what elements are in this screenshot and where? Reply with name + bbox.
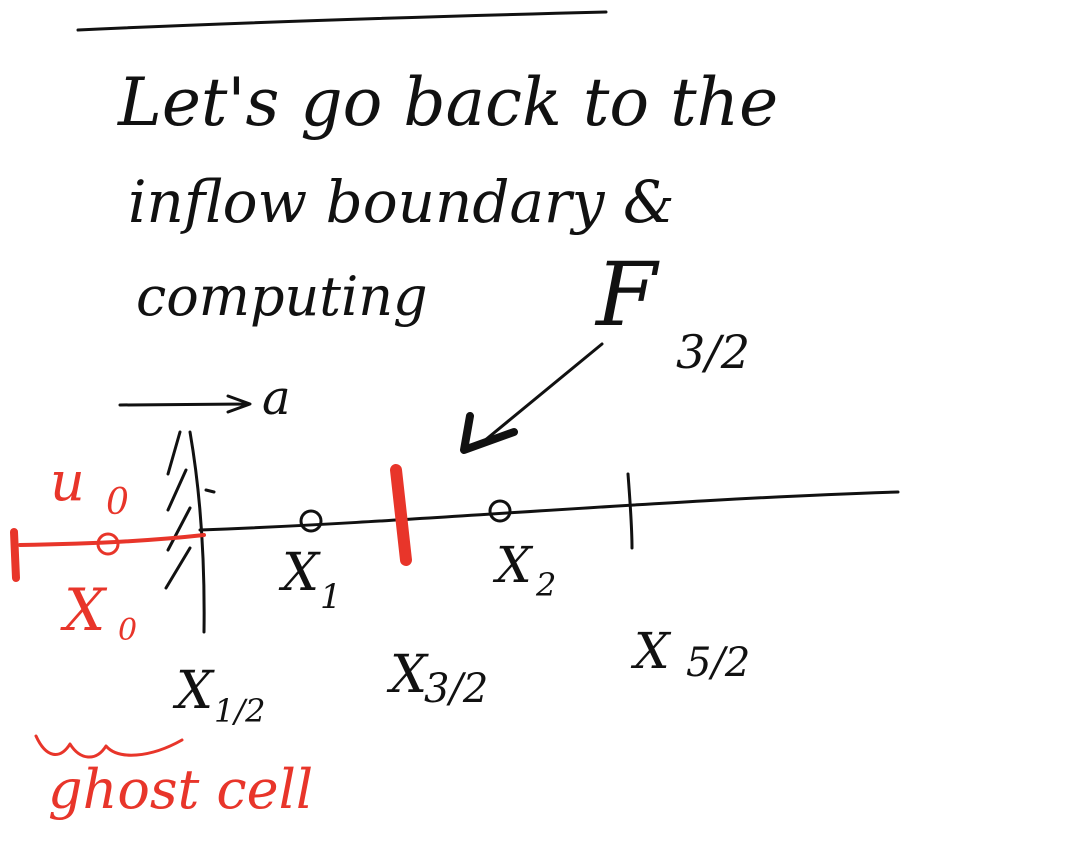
ghost-value-label: u	[50, 450, 85, 513]
grid-axis-line	[198, 490, 900, 532]
advection-speed-label: a	[262, 370, 291, 426]
flux-subscript: 3/2	[676, 325, 750, 379]
ghost-point-subscript: 0	[118, 613, 137, 648]
note-line-3: computing	[136, 265, 428, 328]
ghost-cell-label: ghost cell	[48, 758, 313, 821]
ghost-point-label: X	[60, 576, 108, 644]
top-separator-line	[76, 10, 608, 32]
interface-x5-2-label: X	[630, 622, 672, 680]
inflow-boundary-wall	[188, 430, 206, 634]
point-x1-label: X	[278, 543, 321, 603]
note-line-1: Let's go back to the	[117, 64, 778, 141]
boundary-tick	[204, 488, 216, 494]
interface-tick-x5-2	[626, 472, 634, 550]
flux-symbol: F	[594, 243, 660, 346]
interface-x3-2-subscript: 3/2	[424, 666, 488, 712]
flux-pointer-arrow	[476, 342, 604, 448]
interface-x1-2-label: X	[172, 661, 215, 721]
point-x2-subscript: 2	[535, 566, 556, 604]
ghost-cell-squiggle	[34, 734, 184, 759]
ghost-cell-center-marker	[96, 532, 120, 556]
ghost-cell-left-edge	[10, 528, 20, 582]
interface-x3-2-highlight	[390, 464, 412, 566]
interface-x1-2-subscript: 1/2	[214, 692, 266, 730]
interface-x3-2-label: X	[386, 645, 429, 705]
point-x2-label: X	[492, 536, 534, 594]
advection-arrow	[118, 394, 252, 414]
point-x1-subscript: 1	[320, 577, 342, 617]
flux-pointer-arrowhead	[460, 412, 518, 454]
cell-center-x1-marker	[299, 509, 323, 533]
boundary-hatching	[164, 430, 192, 590]
ghost-value-subscript: 0	[106, 482, 129, 523]
cell-center-x2-marker	[488, 499, 512, 523]
note-line-2: inflow boundary &	[128, 168, 675, 236]
interface-x5-2-subscript: 5/2	[686, 640, 750, 686]
